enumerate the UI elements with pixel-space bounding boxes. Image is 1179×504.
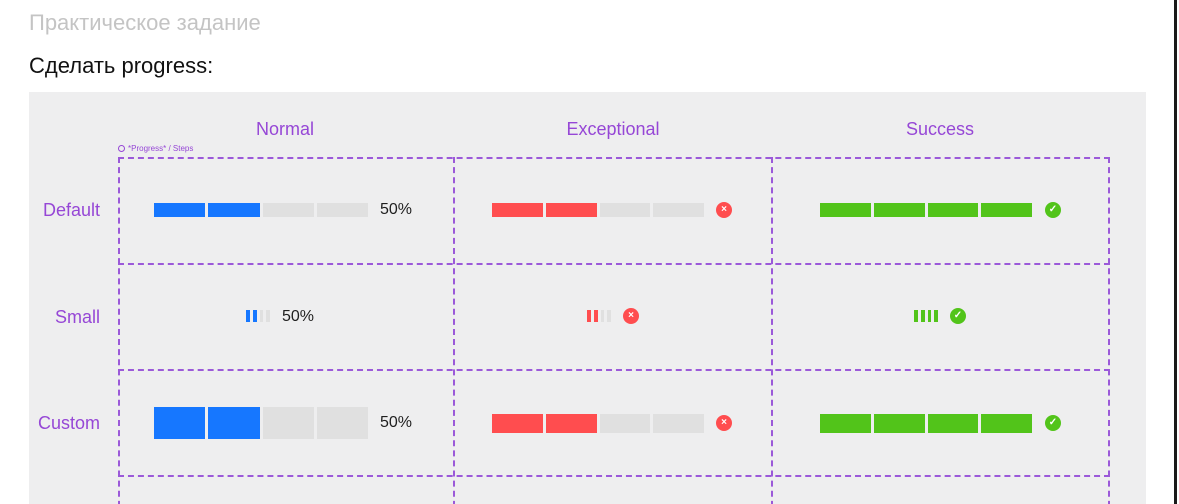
progress-steps <box>914 310 938 322</box>
progress-step <box>208 203 260 217</box>
progress-step <box>262 407 314 439</box>
progress-step <box>927 203 979 217</box>
progress-step <box>316 407 368 439</box>
component-pin-icon <box>118 145 125 152</box>
progress-step <box>316 203 368 217</box>
progress-steps <box>587 310 611 322</box>
progress-step <box>927 310 932 322</box>
progress-step <box>587 310 591 322</box>
close-circle-icon: × <box>716 415 732 431</box>
progress-steps <box>246 310 270 322</box>
grid-line <box>771 157 773 504</box>
page-heading: Сделать progress: <box>29 53 214 78</box>
grid-line <box>118 369 1110 371</box>
progress-step <box>820 414 871 433</box>
progress-step <box>492 414 543 433</box>
progress-step <box>545 203 597 217</box>
progress-step <box>981 203 1032 217</box>
grid-line <box>118 157 120 504</box>
progress-step <box>653 414 704 433</box>
component-tag-label: *Progress* / Steps <box>128 144 194 153</box>
progress-step <box>252 310 257 322</box>
progress-step <box>266 310 270 322</box>
progress-steps <box>154 407 368 439</box>
grid-line <box>118 475 1110 477</box>
progress-step <box>653 203 704 217</box>
grid-line <box>118 157 1110 159</box>
row-label-custom: Custom <box>37 413 100 433</box>
column-header-exceptional: Exceptional <box>566 119 660 139</box>
progress-steps <box>492 203 704 217</box>
column-header-success: Success <box>905 119 975 139</box>
check-circle-icon: ✓ <box>1045 202 1061 218</box>
progress-steps <box>820 414 1032 433</box>
progress-percent-text: 50% <box>282 308 315 325</box>
progress-step <box>934 310 938 322</box>
progress-step <box>820 203 871 217</box>
progress-step <box>593 310 598 322</box>
progress-step <box>246 310 250 322</box>
progress-step <box>599 414 651 433</box>
progress-step <box>492 203 543 217</box>
window-edge-line <box>1174 0 1177 504</box>
check-circle-icon: ✓ <box>1045 415 1061 431</box>
progress-step <box>545 414 597 433</box>
grid-line <box>118 263 1110 265</box>
progress-step <box>154 203 206 217</box>
row-label-default: Default <box>42 200 100 220</box>
progress-steps <box>492 414 704 433</box>
progress-step <box>259 310 264 322</box>
check-circle-icon: ✓ <box>950 308 966 324</box>
column-header-normal: Normal <box>255 119 315 139</box>
close-circle-icon: × <box>716 202 732 218</box>
progress-step <box>914 310 918 322</box>
progress-steps <box>820 203 1032 217</box>
row-label-small: Small <box>54 307 100 327</box>
progress-step <box>873 203 925 217</box>
page-subtitle: Практическое задание <box>29 10 261 35</box>
progress-step <box>981 414 1032 433</box>
progress-step <box>208 407 260 439</box>
progress-step <box>599 203 651 217</box>
grid-line <box>1108 157 1110 504</box>
progress-step <box>600 310 605 322</box>
progress-step <box>262 203 314 217</box>
progress-percent-text: 50% <box>380 414 413 431</box>
progress-step <box>920 310 925 322</box>
progress-frame: Normal Exceptional Success *Progress* / … <box>29 92 1146 504</box>
progress-percent-text: 50% <box>380 201 413 218</box>
grid-line <box>453 157 455 504</box>
close-circle-icon: × <box>623 308 639 324</box>
progress-steps <box>154 203 368 217</box>
progress-step <box>927 414 979 433</box>
progress-step <box>154 407 206 439</box>
progress-step <box>873 414 925 433</box>
progress-step <box>607 310 611 322</box>
component-tag: *Progress* / Steps <box>118 144 193 153</box>
